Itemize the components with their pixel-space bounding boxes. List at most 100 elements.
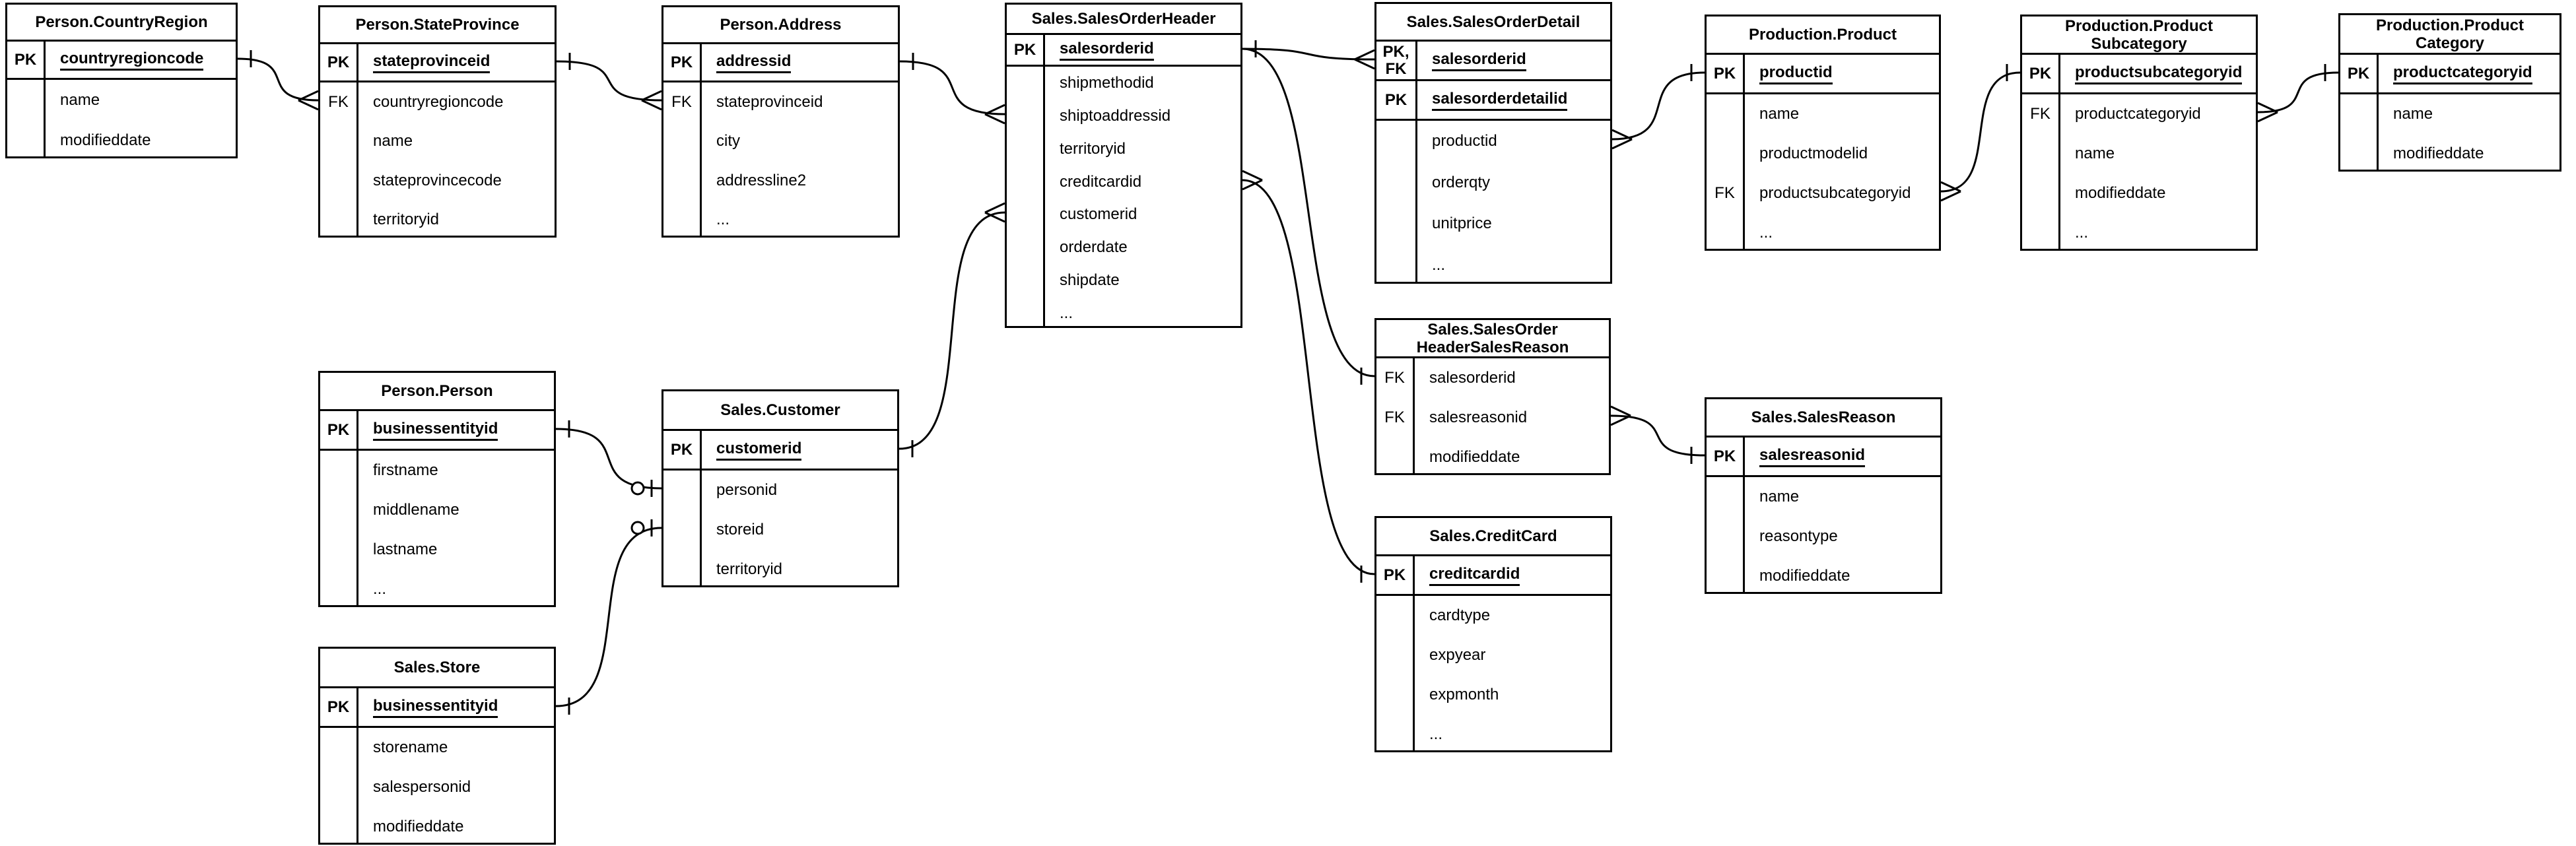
attribute-field-cell: modifieddate	[1415, 438, 1609, 473]
attribute-field-cell: salesreasonid	[1415, 398, 1609, 438]
attribute-field-name: productid	[1432, 132, 1497, 150]
table-title-line: Person.Person	[381, 382, 493, 400]
connector-salesorderheadersalesreason-to-salesreason	[1610, 405, 1705, 464]
attribute-label-cell	[2022, 134, 2058, 174]
attribute-field-name: expyear	[1429, 646, 1486, 664]
attribute-label: FK	[328, 92, 349, 111]
connector-store-to-customer	[555, 519, 662, 715]
attribute-label-cell: FK	[2022, 94, 2058, 134]
relationship-line	[555, 527, 662, 707]
key-row: PK stateprovinceid	[320, 44, 555, 82]
attribute-label-column: FK	[663, 82, 702, 236]
cardinality-many-marker	[2257, 111, 2278, 123]
attribute-label-cell: FK	[1376, 398, 1413, 438]
attribute-label-column	[1007, 67, 1045, 326]
connector-salesorderheader-to-creditcard	[1242, 170, 1375, 583]
key-field-name: creditcardid	[1429, 565, 1520, 586]
attribute-field-name: name	[2393, 105, 2433, 123]
attribute-field-cell: productcategoryid	[2060, 94, 2256, 134]
attribute-field-cell: territoryid	[702, 550, 897, 585]
attribute-field-name: ...	[1429, 725, 1443, 743]
attribute-field-name: addressline2	[716, 171, 807, 189]
attribute-field-cell: storename	[358, 728, 554, 767]
attribute-label-cell	[1707, 556, 1743, 592]
table-title-line: Production.Product	[1749, 26, 1897, 44]
attribute-label-cell	[1007, 100, 1043, 133]
attribute-label-cell	[663, 550, 700, 585]
attribute-field-name: salesreasonid	[1429, 408, 1528, 426]
attribute-field-name: ...	[1759, 224, 1773, 242]
attribute-field-cell: shipmethodid	[1045, 67, 1240, 100]
attribute-label-cell	[320, 122, 356, 162]
attribute-field-name: orderqty	[1432, 173, 1491, 191]
attribute-field-name: modifieddate	[2393, 145, 2484, 162]
key-field-cell: customerid	[702, 431, 897, 469]
key-field-cell: stateprovinceid	[358, 44, 555, 81]
attribute-field-cell: name	[46, 80, 236, 120]
key-field-name: salesreasonid	[1759, 446, 1866, 467]
attribute-label-cell	[1707, 517, 1743, 556]
key-label: PK	[327, 53, 350, 71]
attribute-field-column: name modifieddate	[2379, 94, 2559, 170]
attribute-field-name: territoryid	[1060, 139, 1126, 158]
cardinality-many-marker	[984, 104, 1005, 115]
key-field-cell: countryregioncode	[46, 42, 236, 78]
attribute-field-name: customerid	[1060, 205, 1137, 224]
attribute-label-cell	[1376, 121, 1415, 162]
cardinality-many-marker	[2257, 102, 2278, 114]
table-title-line: Sales.SalesOrderDetail	[1406, 13, 1580, 31]
cardinality-many-marker	[984, 211, 1005, 223]
attribute-field-cell: ...	[358, 569, 554, 605]
attribute-field-cell: storeid	[702, 510, 897, 550]
attribute-label-cell	[1707, 134, 1743, 174]
table-title-line: Person.StateProvince	[355, 16, 520, 34]
key-label-cell: PK,FK	[1376, 42, 1417, 79]
attribute-field-name: shiptoaddressid	[1060, 106, 1171, 125]
attribute-field-cell: personid	[702, 471, 897, 510]
key-field-name: productsubcategoryid	[2075, 63, 2243, 84]
attribute-label-cell	[320, 490, 356, 530]
key-field-name: salesorderdetailid	[1432, 90, 1568, 111]
attribute-label-cell	[1376, 635, 1413, 675]
key-label: PK	[1013, 40, 1036, 59]
connector-address-to-salesorderheader	[899, 53, 1005, 125]
attribute-label-cell	[320, 161, 356, 201]
attribute-field-name: territoryid	[716, 560, 783, 578]
table-title-line: Production.Product	[2376, 16, 2524, 34]
attribute-label-cell	[1376, 675, 1413, 715]
table-title-line: Sales.Store	[393, 659, 481, 676]
attribute-field-name: productcategoryid	[2075, 105, 2201, 123]
key-label: PK	[2029, 64, 2052, 82]
key-field-cell: addressid	[702, 44, 898, 81]
relationship-line	[1242, 48, 1375, 377]
